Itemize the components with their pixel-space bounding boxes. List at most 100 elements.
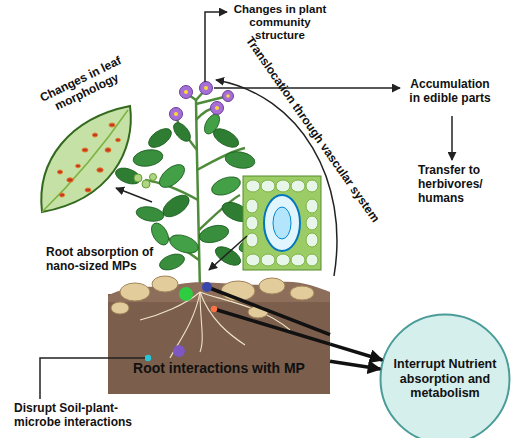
cell [246,180,260,192]
root [200,292,202,352]
berry [142,180,150,188]
berry [134,174,142,182]
effect-arrow [330,361,380,369]
tuber [111,302,129,314]
leaf [159,191,193,221]
annotation-label: Transfer to herbivores/ humans [418,164,490,205]
leaf [132,148,164,169]
cell [306,216,318,230]
cell [306,254,318,266]
leader-line [40,358,145,399]
annotation-label: Translocation through vascular system [242,35,381,226]
leaf [157,251,186,273]
stem [196,100,200,292]
leaf [224,150,256,171]
arrow [209,236,247,270]
leaf-spot [92,133,97,137]
annotation-label: Disrupt Soil-plant- microbe interactions [14,402,142,430]
lead-line [214,309,330,344]
cell [246,216,258,230]
vascular-bundle [264,195,300,251]
arrow [451,116,453,160]
annotation-label: Changes in leaf morphology [33,52,135,121]
cell [246,199,258,213]
leaf [170,120,193,145]
leaf-spot [85,188,91,192]
vascular-inset [243,176,321,270]
cell [246,254,260,266]
annotation-label: Accumulation in edible parts [405,78,495,106]
cell [261,180,275,192]
leaf-spot [105,148,111,152]
leaf [155,160,188,192]
leaf-spot [57,170,62,174]
berry [150,174,157,181]
vessel [273,207,291,239]
leaf [113,165,142,187]
particle [173,345,185,357]
leaf-spot [67,178,73,182]
leaf-spot [109,123,115,127]
tuber [120,283,150,301]
inset-frame [243,176,321,270]
cell [291,254,305,266]
tuber [152,276,178,292]
berries [134,174,157,189]
arrow [205,12,227,82]
effect-arrow [330,344,382,360]
node-text: Interrupt Nutrient absorption and metabo… [389,357,501,400]
flower-center [204,86,208,90]
cell [291,180,305,192]
flower-center [226,94,230,98]
tubers [111,276,314,318]
effect-circle: Interrupt Nutrient absorption and metabo… [379,313,511,438]
flower [200,82,213,95]
cell [276,254,290,266]
leaf-midrib [42,110,128,212]
leaf-spot [97,168,103,172]
leaf [145,125,174,151]
flower [170,108,183,121]
flower [223,91,234,102]
annotation-label: Root absorption of nano-sized MPs [46,246,158,274]
cells [246,180,318,266]
plant-stems [145,89,245,292]
arrow [116,188,152,202]
leaf [197,222,230,245]
leaf [135,205,165,224]
cell [306,180,318,192]
flower-center [215,106,219,110]
cell [276,180,290,192]
tuber [259,278,285,294]
annotation-label: Changes in plant community structure [230,3,330,43]
circle-shape [381,315,510,438]
leaf [209,173,243,198]
leaf [201,111,222,136]
flower [211,102,224,115]
flower-center [184,90,188,94]
node-text: Root interactions with MP [133,360,305,376]
particle [202,282,212,292]
cell [246,233,258,247]
cell [261,254,275,266]
particle [211,306,217,312]
cell [306,233,318,247]
leaf-blade [41,106,131,212]
particle [145,355,151,361]
leaf-spot [76,164,81,168]
leaf [167,231,201,256]
flower [180,86,193,99]
leaf-spot [82,148,88,152]
cell [306,199,318,213]
particle [179,287,193,301]
tuber [290,286,314,300]
leaf-spot [59,193,64,197]
leaf [148,220,172,248]
leaf [212,243,243,269]
flower-center [174,112,178,116]
leaf-spot [116,138,121,142]
